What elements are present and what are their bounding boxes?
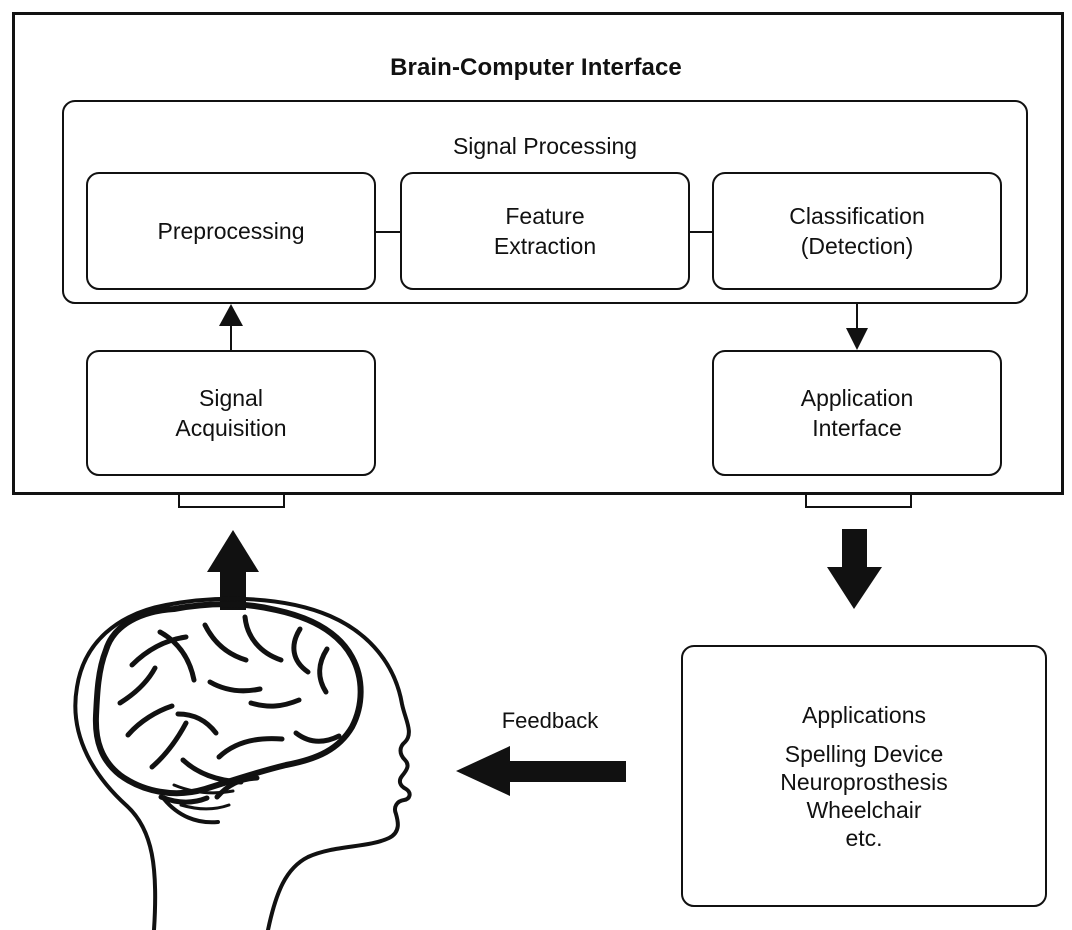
brain-head-icon (73, 596, 412, 930)
preprocessing-feature-connector (376, 231, 400, 233)
applications-title: Applications (801, 701, 927, 728)
applications-box: Applications Spelling Device Neuroprosth… (681, 645, 1047, 907)
preprocessing-box: Preprocessing (86, 172, 376, 290)
application-item-wheelchair: Wheelchair (806, 796, 922, 823)
arrow-left-icon (456, 746, 626, 796)
classification-to-application-arrow (846, 304, 868, 350)
signal-acquisition-box: Signal Acquisition (86, 350, 376, 476)
application-item-etc: etc. (845, 824, 883, 851)
feedback-label: Feedback (501, 708, 599, 733)
feature-extraction-box: Feature Extraction (400, 172, 690, 290)
bci-title: Brain-Computer Interface (390, 54, 682, 81)
signal-processing-label: Signal Processing (452, 133, 638, 159)
feature-classification-connector (690, 231, 712, 233)
application-item-neuroprosthesis: Neuroprosthesis (780, 768, 948, 795)
acquisition-port (178, 495, 285, 508)
arrow-down-icon (827, 529, 882, 609)
application-item-spelling-device: Spelling Device (784, 740, 944, 767)
application-port (805, 495, 912, 508)
signal-processing-panel (62, 100, 1028, 304)
acquisition-to-preprocessing-arrow (219, 304, 243, 350)
classification-box: Classification (Detection) (712, 172, 1002, 290)
application-interface-box: Application Interface (712, 350, 1002, 476)
